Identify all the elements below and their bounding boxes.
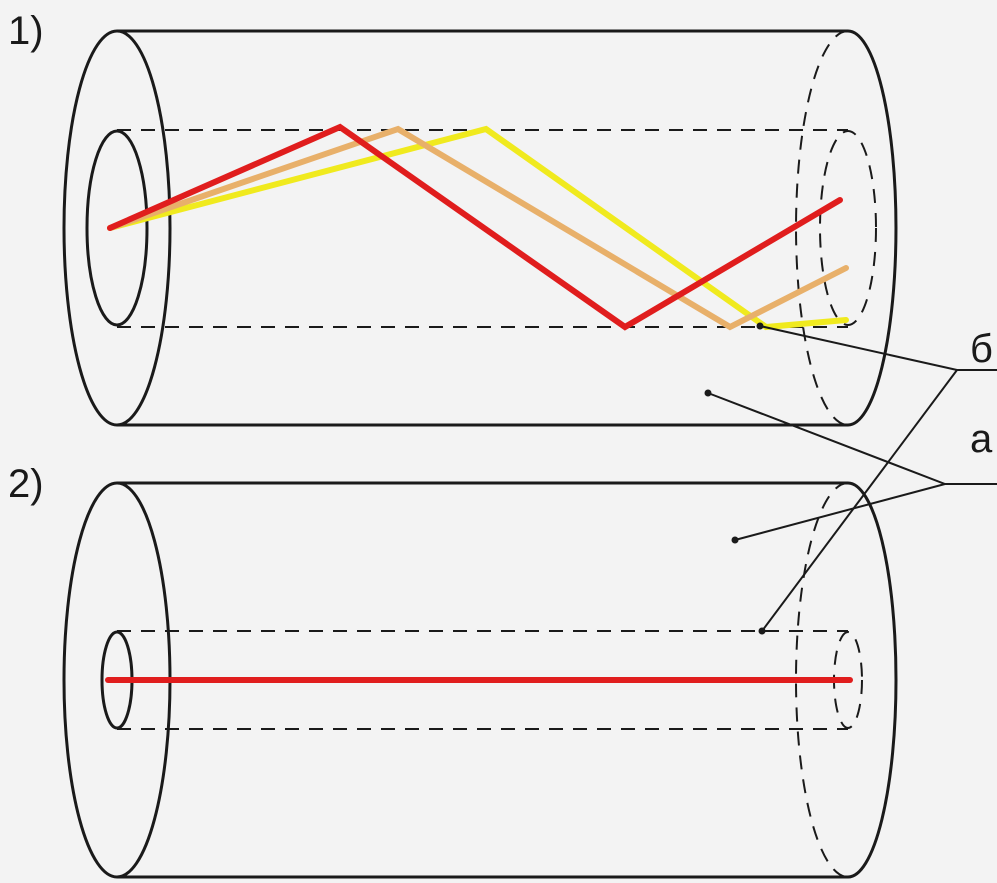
fiber-1-cladding-back-visible (847, 29, 898, 427)
label-callout-b: б (970, 327, 993, 371)
leader-b-fiber-1 (759, 325, 997, 371)
leader-b-dot-2 (758, 627, 766, 635)
fiber-2-cladding-back-visible (847, 481, 898, 879)
leader-a-fiber-1 (707, 392, 997, 485)
fiber-2 (62, 481, 898, 879)
leader-b-dot-1 (756, 322, 764, 330)
label-callout-a: а (970, 417, 993, 461)
leader-a-dot-2 (731, 536, 739, 544)
leader-b-fiber-2 (761, 369, 958, 632)
fiber-1-ray-yellow (107, 125, 849, 331)
callout-leaders (704, 322, 997, 635)
leader-a-dot-1 (704, 389, 712, 397)
fiber-2-cladding-back-hidden (795, 482, 849, 878)
label-fiber-1: 1) (8, 9, 44, 53)
fiber-1-ray-orange (107, 125, 849, 331)
label-fiber-2: 2) (8, 462, 44, 506)
fiber-1-ray-red (107, 123, 843, 331)
fiber-1 (62, 29, 898, 427)
fiber-1-core-back (819, 130, 877, 326)
fiber-1-cladding-back-hidden (795, 30, 849, 426)
leader-a-fiber-2 (734, 483, 946, 541)
